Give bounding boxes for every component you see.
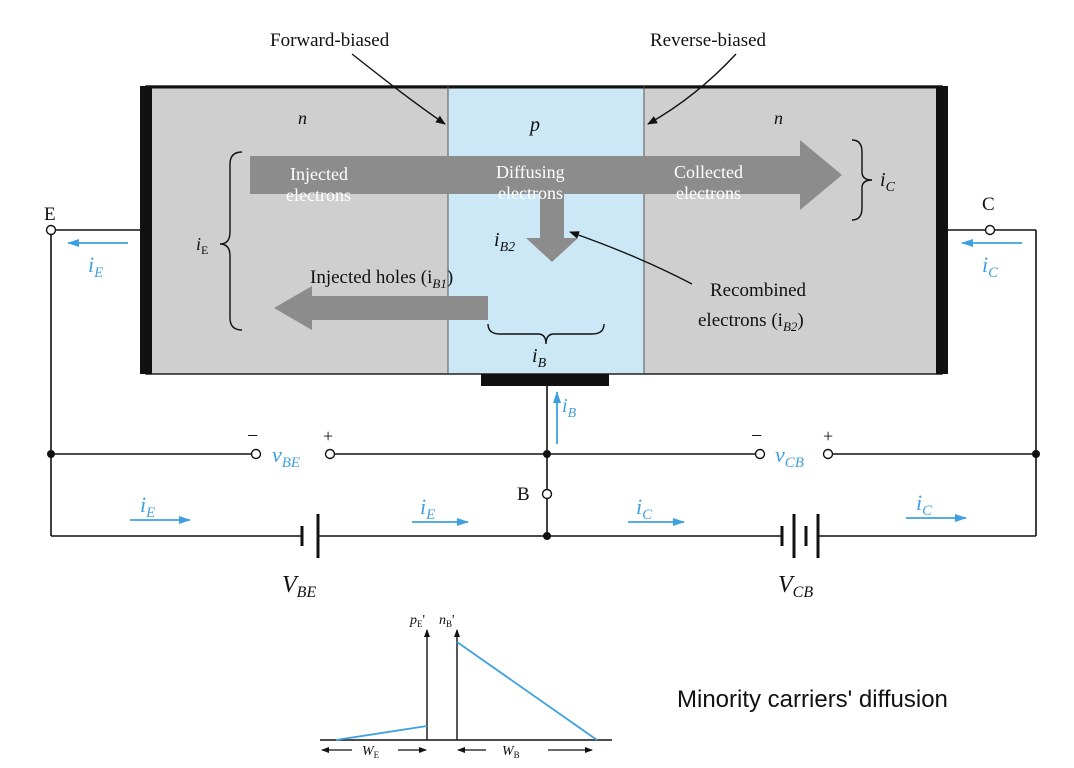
iE-terminal-label: iE: [88, 252, 103, 281]
emitter-contact: [140, 86, 152, 374]
collector-contact: [936, 86, 948, 374]
pE-label: pE': [409, 613, 425, 629]
terminal-E-label: E: [44, 204, 56, 225]
collector-n-region: [644, 86, 942, 374]
node-base: [543, 450, 551, 458]
node-bottom-base: [543, 532, 551, 540]
loop-iE-label-1: iE: [140, 492, 155, 521]
iC-brace-label: iC: [880, 169, 896, 195]
battery-VCB: [780, 514, 820, 558]
emitter-n-region: [146, 86, 448, 374]
iE-brace: [219, 151, 243, 331]
WB-label: WB: [502, 744, 520, 760]
recombined-pointer: [569, 231, 693, 285]
base-contact: [481, 374, 609, 386]
iB-brace: [487, 323, 605, 345]
circuit-wires: [50, 229, 1037, 537]
terminal-B-label: B: [517, 484, 530, 505]
iC-terminal-label: iC: [982, 252, 999, 281]
vBE-label: vBE: [272, 442, 300, 471]
terminal-C-label: C: [982, 194, 995, 215]
recombined-label-2: electrons (iB2): [698, 310, 804, 334]
caption: Minority carriers' diffusion: [677, 686, 948, 713]
forward-biased-pointer: [351, 53, 446, 125]
injected-electrons-text-2: electrons: [286, 185, 351, 205]
diffusing-electrons-text-1: Diffusing: [496, 162, 565, 182]
diffusing-electrons-text-2: electrons: [498, 183, 563, 203]
pE-profile: [335, 725, 428, 741]
injected-electrons-text-1: Injected: [290, 164, 348, 184]
electron-flow-arrow: [250, 140, 842, 210]
nB-profile: [456, 641, 598, 741]
vBE-minus-sign: −: [247, 425, 258, 447]
injected-holes-arrow: [274, 286, 488, 330]
vBE-plus-sign: +: [323, 426, 333, 446]
battery-VBE: [300, 514, 320, 558]
vBE-minus-terminal: [250, 448, 262, 460]
recombined-label-1: Recombined: [710, 280, 807, 301]
WE-label: WE: [362, 744, 380, 760]
forward-biased-label: Forward-biased: [270, 30, 390, 51]
terminal-C: [984, 224, 996, 236]
terminal-B: [541, 488, 553, 500]
node-right: [1032, 450, 1040, 458]
vCB-plus-sign: +: [823, 426, 833, 446]
iB-brace-label: iB: [532, 345, 547, 371]
collected-electrons-text-1: Collected: [674, 162, 743, 182]
collected-electrons-text-2: electrons: [676, 183, 741, 203]
iE-brace-label: iE: [196, 234, 208, 257]
n-emitter-label: n: [298, 108, 307, 128]
terminal-E: [45, 224, 57, 236]
VCB-label: VCB: [778, 572, 813, 601]
minority-carrier-plot: [320, 629, 612, 753]
iB-terminal-label: iB: [562, 395, 577, 421]
n-collector-label: n: [774, 108, 783, 128]
iB2-label: iB2: [494, 229, 515, 255]
loop-iC-label-1: iC: [636, 494, 653, 523]
injected-holes-label: Injected holes (iB1): [310, 267, 453, 291]
nB-label: nB': [439, 613, 455, 629]
reverse-biased-pointer: [647, 53, 737, 125]
vCB-minus-terminal: [754, 448, 766, 460]
loop-iE-label-2: iE: [420, 494, 435, 523]
node-left: [47, 450, 55, 458]
recombination-arrow: [526, 194, 578, 262]
vCB-plus-terminal: [822, 448, 834, 460]
loop-iC-label-2: iC: [916, 490, 933, 519]
reverse-biased-label: Reverse-biased: [650, 30, 767, 51]
vCB-minus-sign: −: [751, 425, 762, 447]
vCB-label: vCB: [775, 442, 804, 471]
vBE-plus-terminal: [324, 448, 336, 460]
iC-brace: [851, 139, 873, 221]
VBE-label: VBE: [282, 572, 316, 601]
p-base-label: p: [528, 114, 540, 136]
